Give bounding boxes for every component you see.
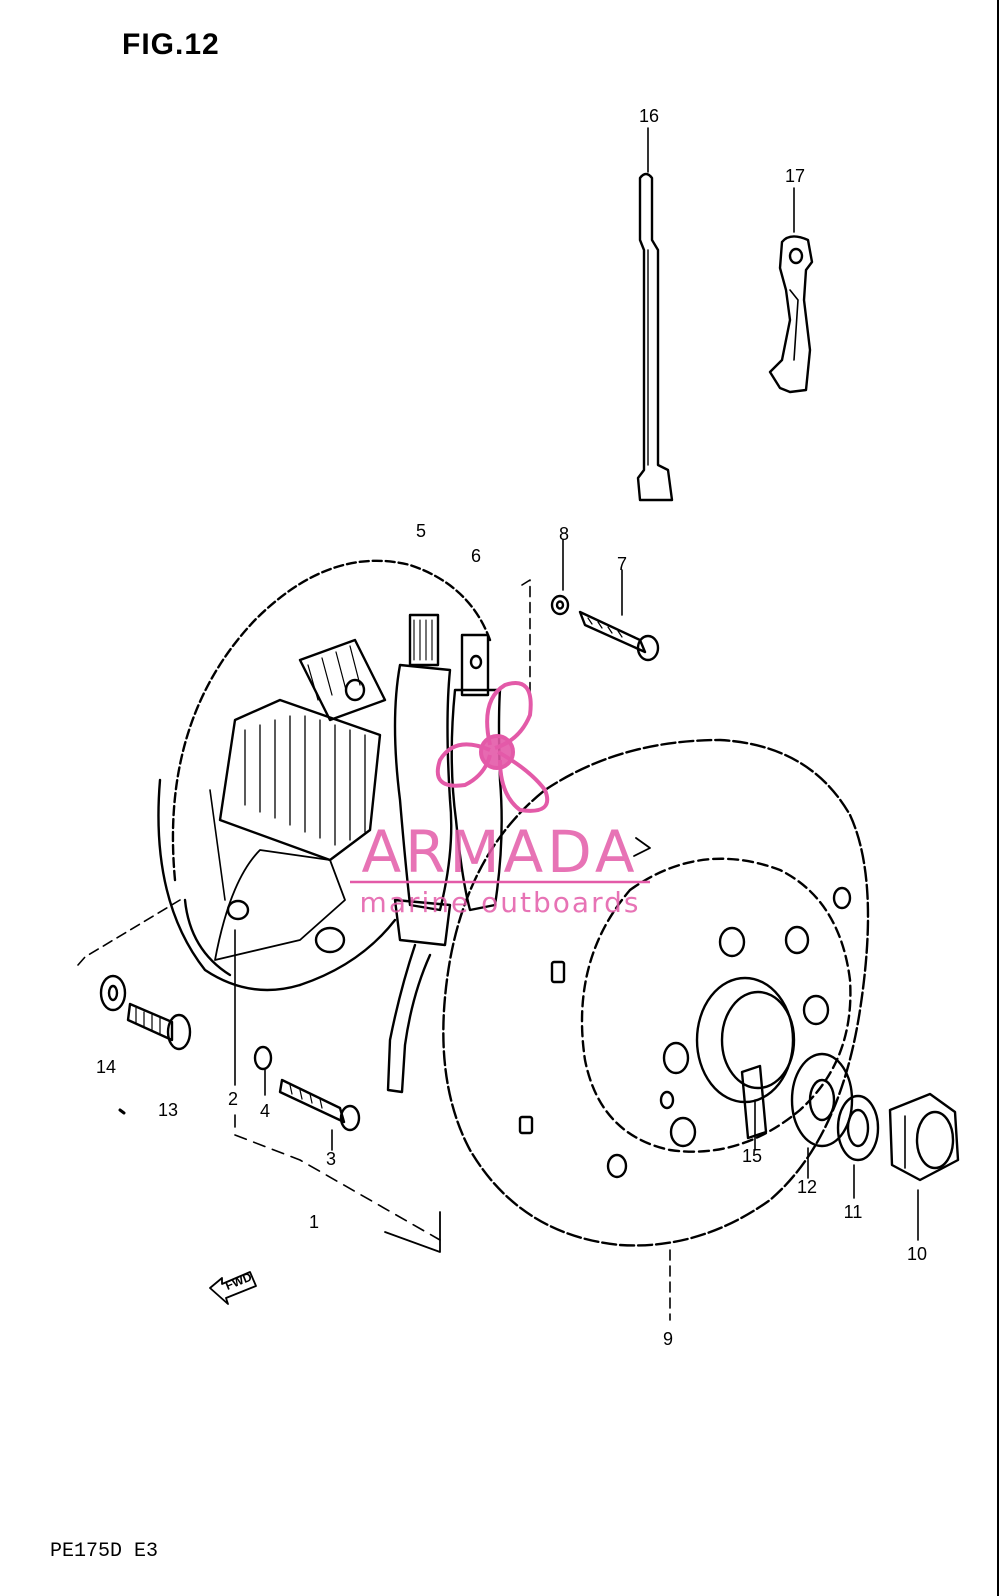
callout-1: 1: [309, 1212, 319, 1232]
part-16-rod: [636, 172, 674, 502]
callout-11: 11: [844, 1202, 863, 1222]
propeller-logo-icon: [435, 681, 550, 813]
callout-16: 16: [639, 106, 659, 126]
callout-8: 8: [559, 524, 569, 544]
callout-15: 15: [742, 1146, 762, 1166]
callout-3: 3: [326, 1149, 336, 1169]
part-7-screw: [578, 610, 660, 662]
armada-watermark: ARMADA marine outboards: [350, 681, 650, 919]
callout-2: 2: [228, 1089, 238, 1109]
callout-12: 12: [797, 1177, 817, 1197]
callout-9: 9: [663, 1329, 673, 1349]
callout-10: 10: [907, 1244, 927, 1264]
callout-14: 14: [96, 1057, 116, 1077]
figure-title: FIG.12: [122, 28, 220, 61]
part-8-nut: [550, 594, 570, 616]
part-4-washer: [253, 1045, 273, 1071]
watermark-tagline: marine outboards: [360, 886, 641, 919]
part-10-nut: [888, 1092, 960, 1182]
stator-plate: [157, 559, 492, 992]
callout-17: 17: [785, 166, 805, 186]
part-2-coil: [209, 638, 387, 901]
part-3-screw: [278, 1078, 361, 1132]
callout-5: 5: [416, 521, 426, 541]
callout-13: 13: [158, 1100, 178, 1120]
callout-4: 4: [260, 1101, 270, 1121]
callout-7: 7: [617, 554, 627, 574]
part-12-washer: [790, 1052, 854, 1148]
part-9-flywheel: [442, 738, 870, 1247]
lead-wire: [386, 943, 432, 1094]
callout-labels: 1 2 3 4 5 6 7 8 9 10 11 12 13 14 15 16 1…: [96, 106, 927, 1349]
watermark-brand: ARMADA: [361, 818, 638, 886]
model-code: PE175D E3: [50, 1540, 159, 1563]
part-11-lockwasher: [836, 1094, 880, 1162]
part-14-washer: [99, 974, 127, 1012]
callout-6: 6: [471, 546, 481, 566]
part-13-screw: [126, 1002, 192, 1051]
fwd-arrow-icon: [209, 1271, 257, 1305]
part-17-bracket: [768, 235, 814, 394]
part-15-key: [740, 1064, 768, 1140]
part-5-coil: [393, 613, 453, 947]
